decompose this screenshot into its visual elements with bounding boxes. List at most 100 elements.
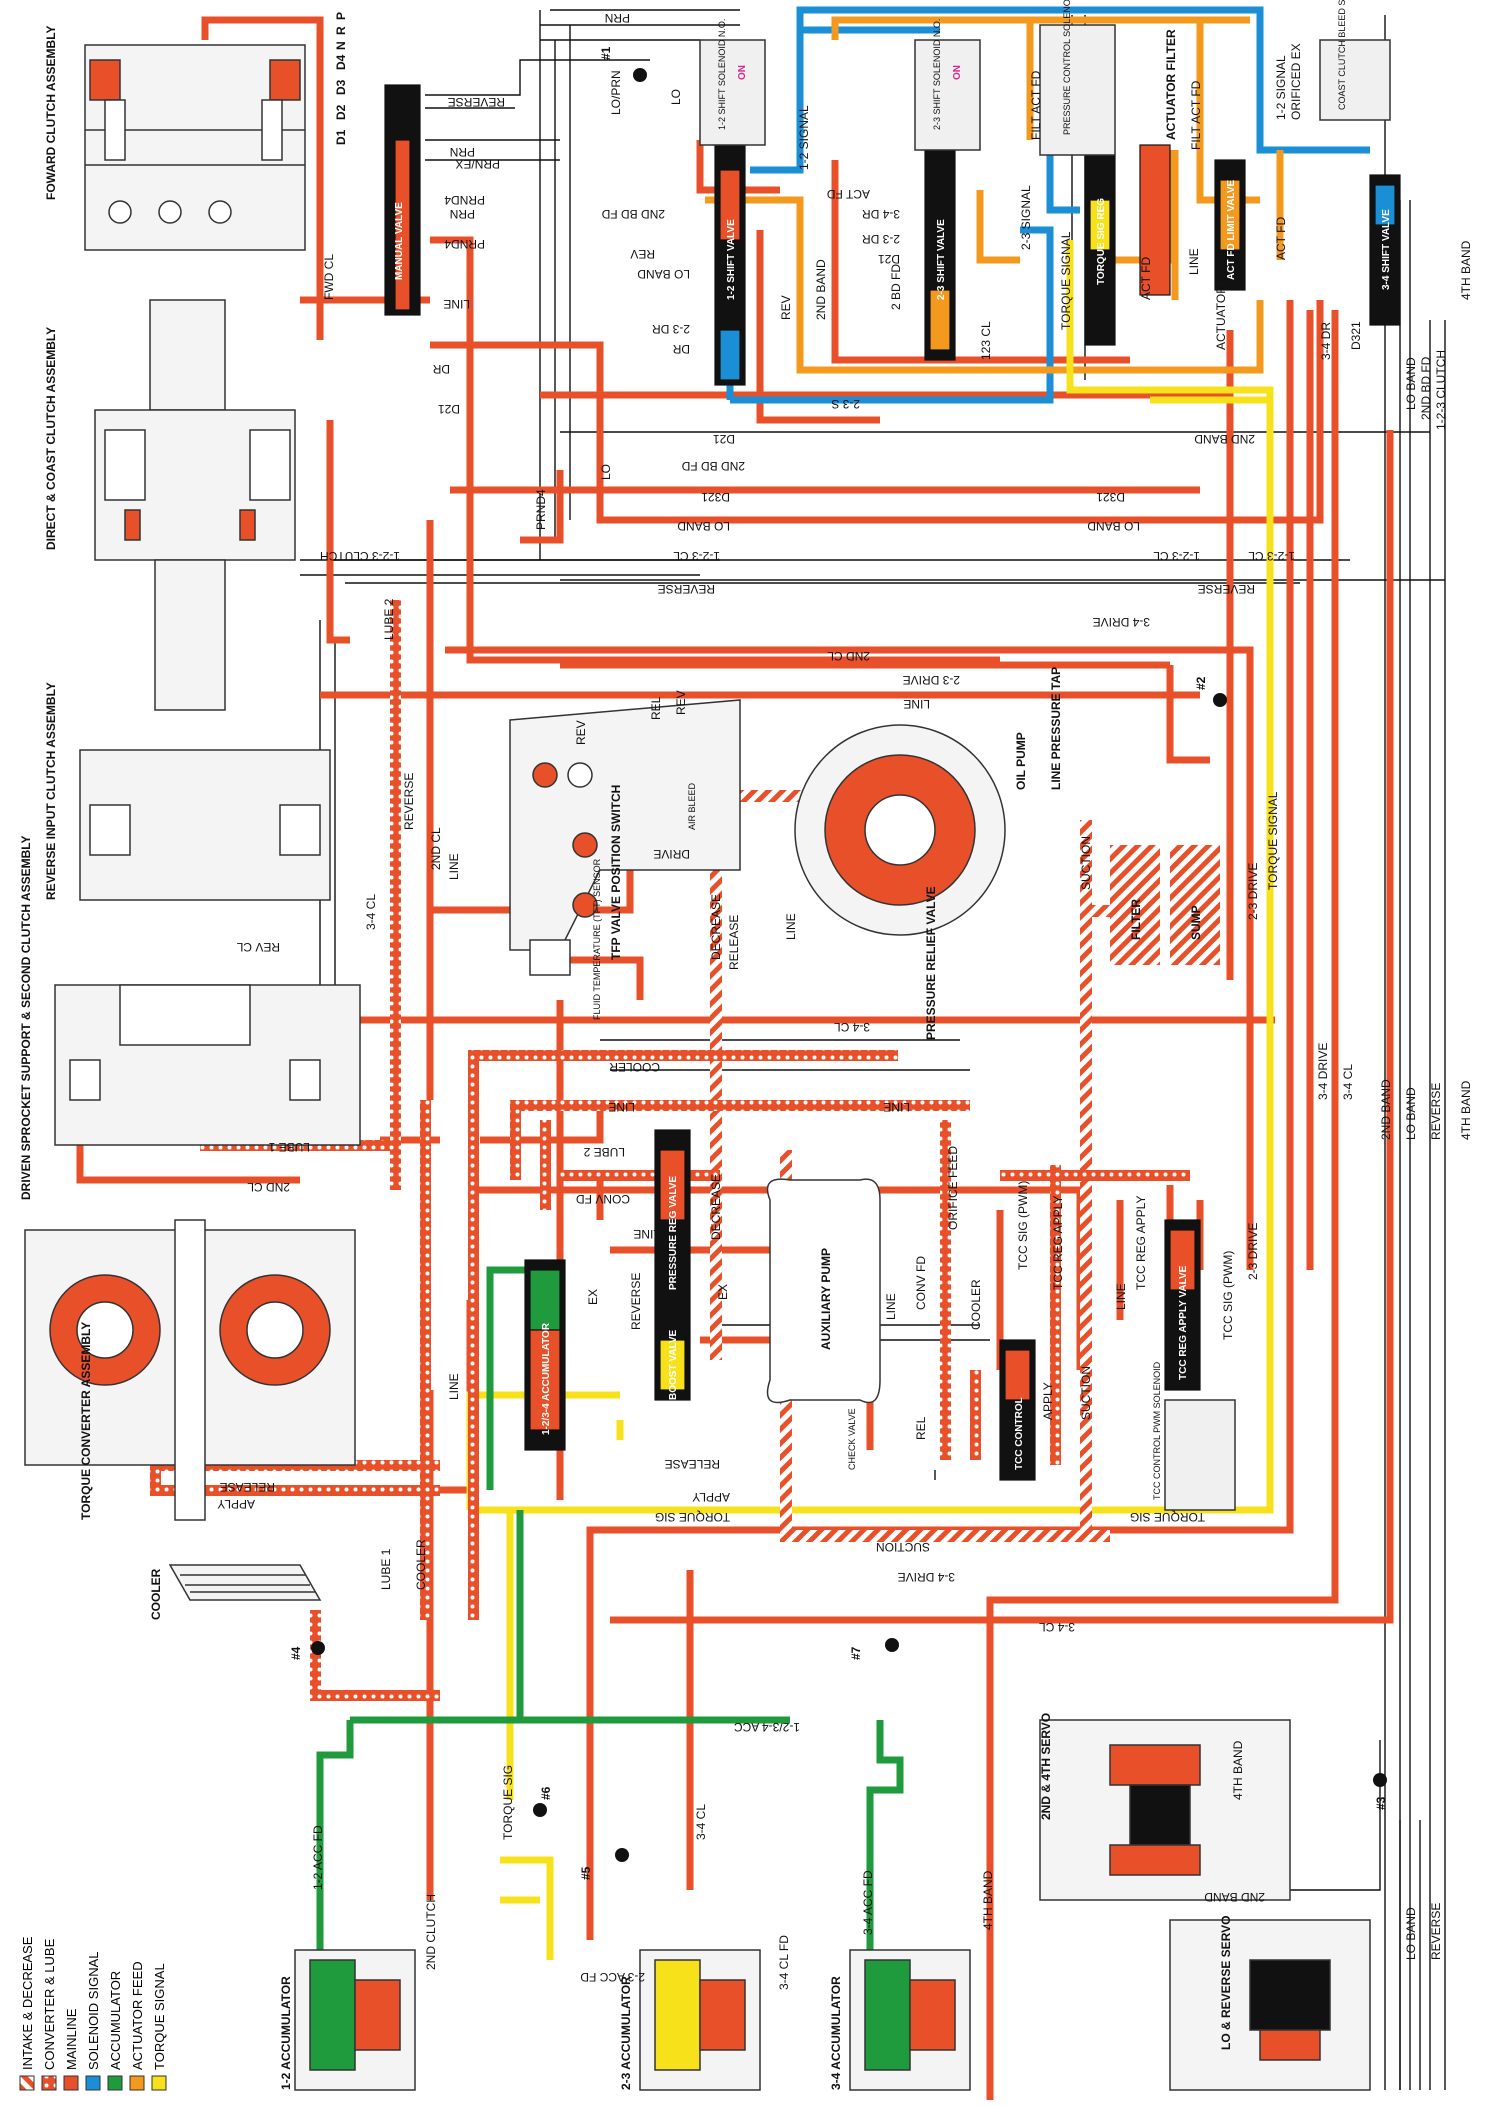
lbl-line-11: LINE	[447, 1373, 461, 1400]
lbl-34-drive-3: 3-4 DRIVE	[1316, 1043, 1330, 1100]
valve-bodies	[384, 84, 1401, 1481]
lbl-conv-fd-1: CONV FD	[576, 1192, 630, 1206]
solenoids	[699, 24, 1391, 1511]
direct-coast-clutch-drawing	[94, 299, 296, 711]
lbl-prnd4-2: PRND4	[444, 237, 485, 251]
servo-24-drawing	[1039, 1719, 1291, 1901]
checkball-3: #3	[1374, 1796, 1388, 1810]
lbl-line-10: LINE	[1114, 1283, 1128, 1310]
lbl-suction-3: SUCTION	[876, 1540, 930, 1554]
lbl-34-drive-2: 3-4 DRIVE	[898, 1570, 955, 1584]
lbl-tcc-sig-2: TCC SIG (PWM)	[1221, 1251, 1235, 1340]
lbl-actuator-feed: ACTUATOR FEED	[1214, 249, 1228, 350]
lbl-torque-signal-2: TORQUE SIGNAL	[1266, 791, 1280, 890]
lbl-prnd4-1: PRND4	[444, 193, 485, 207]
lbl-air-bleed: AIR BLEED	[687, 782, 697, 830]
lbl-rel-2: REL	[914, 1416, 928, 1440]
lbl-rel: REL	[649, 696, 663, 720]
lbl-lo-band-1: LO BAND	[637, 267, 690, 281]
lbl-acc-fd-23: 2-3 ACC FD	[580, 1970, 645, 1984]
lbl-2nd-band-2: 2ND BAND	[1194, 432, 1255, 446]
lbl-2nd-bd-fd-3: 2ND BD FD	[681, 459, 745, 473]
lbl-fwd-cl: FWD CL	[322, 254, 336, 300]
lbl-conv-fd-2: CONV FD	[914, 1256, 928, 1310]
lbl-34-cl-1: 3-4 CL	[364, 894, 378, 930]
lbl-d21-2: D21	[878, 252, 900, 266]
checkball-2: #2	[1194, 676, 1208, 690]
lbl-2nd-cl-3: 2ND CL	[247, 1180, 290, 1194]
tcc-reg-apply-label: TCC REG APPLY VALVE	[1178, 1265, 1189, 1380]
lbl-filt-act-fd-2: FILT ACT FD	[1189, 80, 1203, 150]
lbl-d321-2: D321	[701, 490, 730, 504]
lbl-23-drive-3: 2-3 DRIVE	[1246, 1223, 1260, 1280]
lbl-line-2: LINE	[1187, 248, 1201, 275]
lbl-tcc-reg-apply-1: TCC REG APPLY	[1051, 1196, 1065, 1290]
acc-12-label: 1-2 ACCUMULATOR	[279, 1976, 293, 2090]
lbl-s23: 2-3 S	[831, 397, 860, 411]
forward-clutch-drawing	[84, 44, 306, 251]
valve-labels: MANUAL VALVE 1-2 SHIFT VALVE 2-3 SHIFT V…	[394, 0, 1392, 1500]
lbl-lo-band-3: LO BAND	[677, 519, 730, 533]
lbl-acc-fd-34: 3-4 ACC FD	[861, 1870, 875, 1935]
lbl-2nd-band-1: 2ND BAND	[814, 259, 828, 320]
lbl-reverse-6: REVERSE	[1429, 1083, 1443, 1140]
check-valve-label: CHECK VALVE	[847, 1408, 857, 1470]
lbl-acc-fd-12: 1-2 ACC FD	[311, 1825, 325, 1890]
lbl-2bdfd: 2 BD FD	[889, 264, 903, 310]
actuator-filter-label: ACTUATOR FILTER	[1164, 29, 1178, 140]
checkball-5: #5	[579, 1866, 593, 1880]
lbl-torque-sig-1: TORQUE SIG	[655, 1510, 730, 1524]
sump-label: SUMP	[1189, 905, 1203, 940]
lbl-rev-1: REV	[630, 247, 655, 261]
lbl-rev-2: REV	[779, 295, 793, 320]
lbl-release-2: RELEASE	[665, 1457, 720, 1471]
lbl-d21-1: D21	[438, 402, 460, 416]
assembly-labels: FOWARD CLUTCH ASSEMBLY DIRECT & COAST CL…	[19, 26, 1233, 2090]
on-label-1: ON	[737, 65, 748, 80]
lbl-orifice-feed: ORIFICE FEED	[946, 1146, 960, 1230]
filter-label: FILTER	[1129, 899, 1143, 940]
checkball-7: #7	[849, 1646, 863, 1660]
accumulator-34-drawing	[849, 1949, 971, 2091]
lbl-d321-1: D321	[1349, 321, 1363, 350]
lbl-decrease-2: DECREASE	[709, 1174, 723, 1240]
torque-sig-reg-label: TORQUE SIG REG	[1096, 198, 1107, 285]
lbl-rev-3: REV	[574, 720, 588, 745]
lbl-23dr-1: 2-3 DR	[652, 322, 690, 336]
lbl-d21-3: D21	[713, 432, 735, 446]
reverse-input-label: REVERSE INPUT CLUTCH ASSEMBLY	[44, 682, 58, 900]
lbl-lo-prn: LO/PRN	[609, 70, 623, 115]
sol-pc-label: PRESSURE CONTROL SOLENOID	[1062, 0, 1072, 135]
tfp-switch-label: TFP VALVE POSITION SWITCH	[609, 785, 623, 960]
servo-24-label: 2ND & 4TH SERVO	[1039, 1713, 1053, 1820]
torque-converter-label: TORQUE CONVERTER ASSEMBLY	[79, 1322, 93, 1520]
accumulator-circuits	[316, 1266, 904, 1960]
lbl-prnd4-3: PRND4	[534, 489, 548, 530]
lbl-tcc-reg-apply-2: TCC REG APPLY	[1134, 1196, 1148, 1290]
aux-pump-drawing	[766, 1178, 881, 1404]
forward-clutch-label: FOWARD CLUTCH ASSEMBLY	[44, 26, 58, 200]
lbl-torque-signal-1: TORQUE SIGNAL	[1059, 231, 1073, 330]
lbl-d321-3: D321	[1096, 490, 1125, 504]
lbl-4th-band-1: 4TH BAND	[1459, 240, 1473, 300]
acc-23-label: 2-3 ACCUMULATOR	[619, 1976, 633, 2090]
lbl-reverse-3: REVERSE	[1198, 582, 1255, 596]
lbl-dr-1: DR	[432, 362, 450, 376]
lbl-123-clutch-2: 1-2-3 CLUTCH	[320, 549, 400, 563]
lbl-act-fd-1: ACT FD	[827, 187, 870, 201]
lbl-lube-2-1: LUBE 2	[382, 598, 396, 640]
accumulator-12-drawing	[294, 1949, 416, 2091]
lbl-4th-band-4: 4TH BAND	[1231, 1740, 1245, 1800]
lbl-123-cl-3: 1-2-3 CL	[1248, 549, 1295, 563]
gear-p: P	[334, 12, 348, 20]
aux-pump-label: AUXILIARY PUMP	[819, 1248, 833, 1350]
driven-sprocket-label: DRIVEN SPROCKET SUPPORT & SECOND CLUTCH …	[19, 836, 33, 1200]
lbl-34dr-1: 3-4 DR	[862, 207, 900, 221]
lbl-2nd-bd-fd-1: 2ND BD FD	[601, 207, 665, 221]
gear-d4: D4	[334, 54, 348, 70]
circuit-labels: REVERSE PRN/EX PRN PRND4 PRN PRND4 LINE …	[217, 11, 1473, 1990]
lbl-torque-sig-3: TORQUE SIG	[501, 1765, 515, 1840]
oil-pump-label: OIL PUMP	[1014, 732, 1028, 790]
lbl-34-cl-3: 3-4 CL	[1039, 1620, 1075, 1634]
lbl-line-5: LINE	[784, 913, 798, 940]
